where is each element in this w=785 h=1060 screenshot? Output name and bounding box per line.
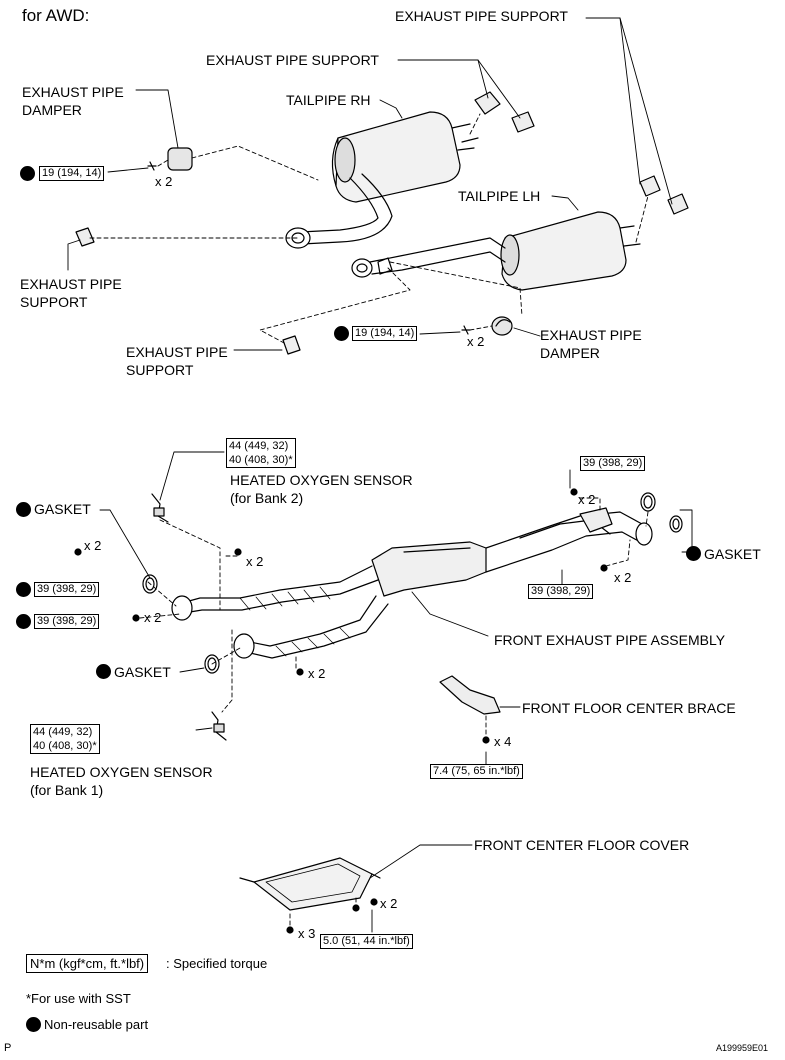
- torque-damper-right: 19 (194, 14): [352, 326, 418, 341]
- oxygen-sensors: [151, 493, 227, 741]
- corner-mark: P: [4, 1042, 12, 1054]
- torque-sensor-bank1-a: 44 (449, 32): [33, 726, 93, 738]
- label-sensor-bank1-line1: HEATED OXYGEN SENSOR: [30, 764, 213, 780]
- label-floor-cover: FRONT CENTER FLOOR COVER: [474, 837, 690, 853]
- tailpipe-rh-muffler: [285, 111, 479, 249]
- label-support-left-line1: EXHAUST PIPE: [20, 276, 122, 292]
- mult-flange-left-bottom: x 2: [144, 610, 162, 625]
- mult-pipe-bolts: x 2: [308, 666, 326, 681]
- legend-nonreusable-dot: [26, 1017, 41, 1032]
- torque-floor-cover: 5.0 (51, 44 in.*lbf): [320, 934, 413, 949]
- mult-flange-right-top: x 2: [578, 492, 596, 507]
- label-damper-left-line2: DAMPER: [22, 102, 82, 118]
- upper-leaders: [67, 17, 673, 351]
- front-exhaust-pipe: [171, 507, 653, 659]
- mult-flange-right-bottom: x 2: [614, 570, 632, 585]
- mult-brace: x 4: [494, 734, 512, 749]
- label-tailpipe-lh: TAILPIPE LH: [458, 188, 541, 204]
- legend-torque-box: N*m (kgf*cm, ft.*lbf): [26, 954, 149, 973]
- figure-code: A199959E01: [716, 1043, 769, 1053]
- nonreusable-dot: [16, 582, 31, 597]
- label-support-top-mid: EXHAUST PIPE SUPPORT: [206, 52, 379, 68]
- label-sensor-bank1-line2: (for Bank 1): [30, 782, 104, 798]
- bolts: [74, 488, 608, 934]
- label-support-bottom-line1: EXHAUST PIPE: [126, 344, 228, 360]
- label-damper-right-line1: EXHAUST PIPE: [540, 327, 642, 343]
- nonreusable-dot: [334, 326, 349, 341]
- exhaust-dampers: [147, 147, 513, 336]
- torque-flange-right-bottom: 39 (398, 29): [528, 584, 594, 599]
- mult-damper-right: x 2: [467, 334, 485, 349]
- tailpipe-lh-muffler: [351, 211, 641, 291]
- legend-nonreusable: Non-reusable part: [44, 1017, 149, 1032]
- mult-flange-left-top: x 2: [84, 538, 102, 553]
- label-support-bottom-line2: SUPPORT: [126, 362, 194, 378]
- nonreusable-dot: [20, 166, 35, 181]
- torque-sensor-bank2-a: 44 (449, 32): [229, 440, 289, 452]
- torque-sensor-bank1: 44 (449, 32) 40 (408, 30)*: [30, 724, 100, 754]
- label-tailpipe-rh: TAILPIPE RH: [286, 92, 371, 108]
- torque-sensor-bank2-b: 40 (408, 30)*: [229, 454, 293, 466]
- nonreusable-dot: [686, 546, 701, 561]
- page-heading: for AWD:: [22, 6, 90, 25]
- nonreusable-dot: [16, 614, 31, 629]
- label-floor-brace: FRONT FLOOR CENTER BRACE: [522, 700, 736, 716]
- torque-brace: 7.4 (75, 65 in.*lbf): [430, 764, 523, 779]
- label-gasket-right: GASKET: [704, 546, 761, 562]
- support-hangers: [75, 91, 689, 355]
- legend-torque-desc: : Specified torque: [166, 956, 268, 971]
- legend-sst-note: *For use with SST: [26, 991, 131, 1006]
- nonreusable-dot: [16, 502, 31, 517]
- label-gasket-left-bottom: GASKET: [114, 664, 171, 680]
- label-gasket-left-top: GASKET: [34, 501, 91, 517]
- torque-flange-left-top: 39 (398, 29): [34, 582, 100, 597]
- upper-dashed-lines: [89, 113, 649, 345]
- mult-damper-left: x 2: [155, 174, 173, 189]
- torque-flange-left-bottom: 39 (398, 29): [34, 614, 100, 629]
- mult-cover-right: x 2: [380, 896, 398, 911]
- middle-dashed-lines: [139, 497, 649, 929]
- floor-cover-plate: [239, 857, 381, 911]
- floor-center-brace: [439, 675, 501, 715]
- label-front-exhaust-pipe: FRONT EXHAUST PIPE ASSEMBLY: [494, 632, 726, 648]
- mult-cover-left: x 3: [298, 926, 316, 941]
- nonreusable-dot: [96, 664, 111, 679]
- label-sensor-bank2-line2: (for Bank 2): [230, 490, 304, 506]
- torque-sensor-bank1-b: 40 (408, 30)*: [33, 740, 97, 752]
- label-damper-right-line2: DAMPER: [540, 345, 600, 361]
- torque-sensor-bank2: 44 (449, 32) 40 (408, 30)*: [226, 438, 296, 468]
- mult-sensor-bank2-nut: x 2: [246, 554, 264, 569]
- torque-damper-left: 19 (194, 14): [39, 166, 105, 181]
- label-sensor-bank2-line1: HEATED OXYGEN SENSOR: [230, 472, 413, 488]
- label-damper-left-line1: EXHAUST PIPE: [22, 84, 124, 100]
- label-support-left-line2: SUPPORT: [20, 294, 88, 310]
- label-support-top-right: EXHAUST PIPE SUPPORT: [395, 8, 568, 24]
- torque-flange-right-top: 39 (398, 29): [580, 456, 646, 471]
